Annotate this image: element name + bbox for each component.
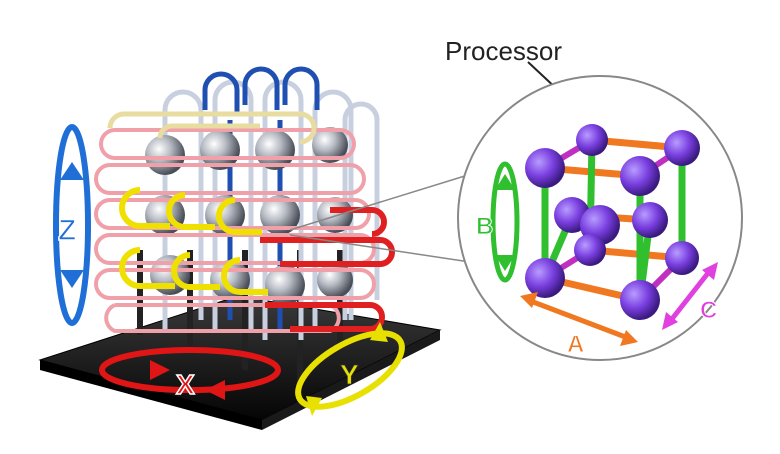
rotate-arrow-icon <box>60 162 84 180</box>
z-axis-label: Z <box>58 214 76 247</box>
rotate-arrow-icon <box>620 330 638 346</box>
b-axis-label: B <box>476 213 493 240</box>
y-axis-label: Y <box>340 359 359 390</box>
a-axis-arrow <box>520 292 638 346</box>
x-axis-arrow <box>99 347 281 400</box>
c-axis-label: C <box>700 297 717 324</box>
c-axis-arrow <box>662 262 718 330</box>
rotate-arrow-icon <box>150 360 170 380</box>
tubes-yellow <box>119 187 268 295</box>
a-axis-label: A <box>567 331 584 358</box>
rotate-arrow-icon <box>495 174 515 190</box>
rotate-arrow-icon <box>370 322 388 342</box>
y-axis-arrow <box>295 322 405 416</box>
rotate-arrow-icon <box>495 255 515 271</box>
x-axis-label: X <box>176 369 195 400</box>
rotate-arrow-icon <box>205 380 225 400</box>
processor-lattice <box>525 124 700 320</box>
processor-nodes <box>525 124 700 320</box>
processor-label: Processor <box>445 36 562 66</box>
b-axis-arrow <box>490 161 520 283</box>
tube-cube <box>94 66 395 385</box>
z-axis-arrow <box>53 124 91 326</box>
rotate-arrow-icon <box>60 270 84 288</box>
tubes-pale-top <box>107 111 317 145</box>
rotate-arrow-icon <box>702 262 718 280</box>
tubes-red-horizontal <box>260 207 395 332</box>
rotate-arrow-icon <box>662 312 678 330</box>
rotate-arrow-icon <box>306 396 322 416</box>
links-b <box>541 139 686 301</box>
rotate-arrow-icon <box>520 292 538 308</box>
